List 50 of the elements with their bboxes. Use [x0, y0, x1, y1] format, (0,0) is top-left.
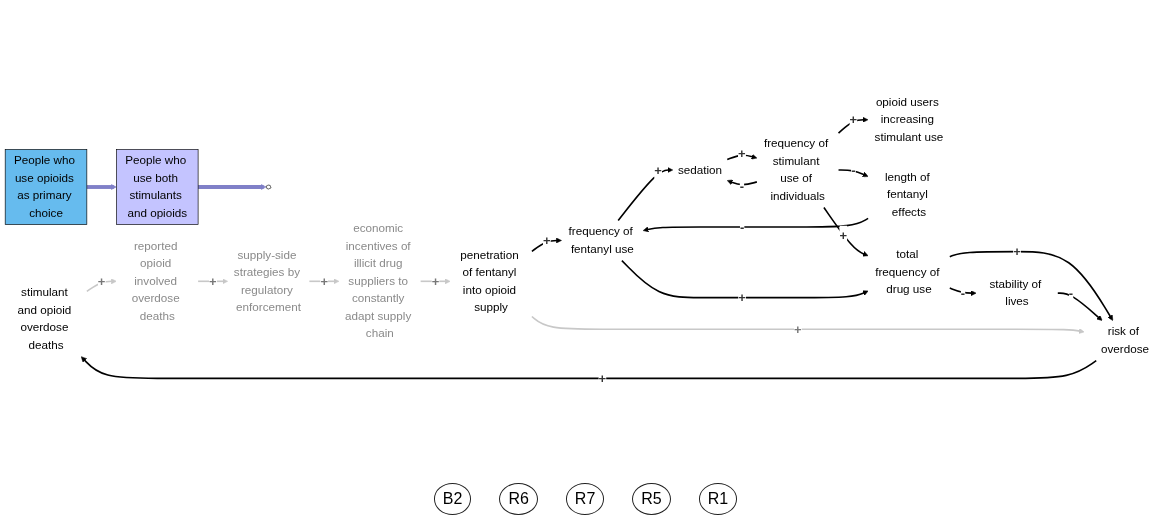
edge-label: + — [542, 233, 551, 248]
node-text: frequency of stimulant use of individuals — [763, 136, 829, 203]
node-text: length of fentanyl effects — [884, 170, 930, 219]
arrow — [949, 287, 977, 296]
arrow — [198, 184, 267, 190]
node-text: stability of lives — [989, 277, 1042, 309]
node-text: sedation — [677, 163, 723, 177]
edge-label: + — [431, 274, 440, 289]
node-cloud — [265, 184, 272, 190]
arrow — [1057, 292, 1103, 321]
node-text: total frequency of drug use — [875, 248, 940, 297]
node-box: People who use both stimulants and opioids — [116, 149, 199, 225]
arrow — [726, 153, 758, 161]
node-text: risk of overdose — [1100, 325, 1149, 356]
edge-label: + — [738, 146, 746, 161]
node-text: opioid users increasing stimulant use — [874, 95, 944, 144]
edge-label: - — [739, 178, 745, 194]
arrow — [86, 184, 117, 190]
edge-label: + — [839, 228, 847, 243]
node-text: supply-side strategies by regulatory enforcement — [233, 248, 301, 314]
node-text: economic incentives of illicit drug suppliers to constantly adapt supply chain — [345, 222, 412, 340]
edge-label: - — [739, 219, 745, 235]
edge-label: + — [654, 162, 662, 178]
edge-label: + — [793, 322, 802, 337]
arrow — [727, 179, 758, 186]
arrow — [621, 259, 869, 299]
edge-label: + — [97, 274, 106, 289]
edge-label: + — [849, 112, 858, 127]
edge-label: + — [738, 290, 746, 305]
arrow — [949, 250, 1114, 321]
arrow — [531, 237, 562, 253]
arrow — [86, 278, 117, 293]
edge-label: - — [1068, 286, 1074, 301]
arrow — [837, 116, 869, 134]
edge-label: - — [851, 162, 856, 178]
edge-label: + — [598, 371, 607, 386]
node-text: stimulant and opioid overdose deaths — [17, 286, 72, 352]
arrow — [617, 167, 674, 222]
node-text: reported opioid involved overdose deaths — [131, 239, 180, 323]
node-text: penetration of fentanyl into opioid supply — [460, 248, 519, 314]
edge-label: - — [960, 286, 966, 301]
node-box: People who use opioids as primary choice — [4, 149, 88, 225]
arrow — [531, 315, 1085, 334]
arrow — [837, 169, 869, 178]
node-text: frequency of fentanyl use — [568, 224, 634, 256]
edge-label: + — [320, 274, 328, 289]
edge-label: + — [1013, 244, 1021, 259]
arrow — [81, 356, 1098, 380]
arrow — [823, 206, 869, 257]
edge-label: + — [209, 274, 217, 289]
